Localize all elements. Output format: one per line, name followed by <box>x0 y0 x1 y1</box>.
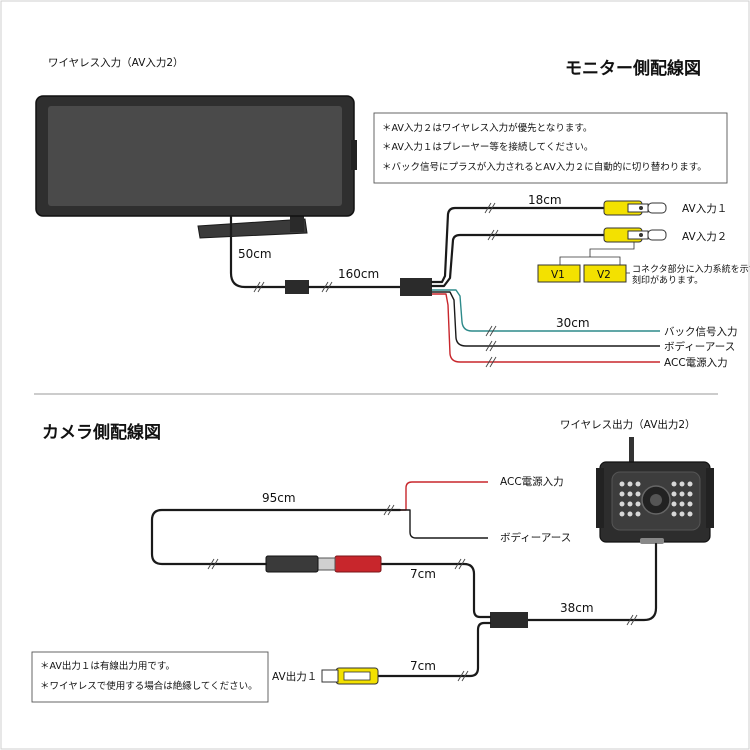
monitor-notes-box <box>373 112 728 184</box>
av1-label: AV入力１ <box>682 202 727 215</box>
connector-note-line2: 刻印があります。 <box>632 274 703 286</box>
main-cable-length: 160cm <box>338 267 379 281</box>
camera-note-1: ＊AV出力１は有線出力用です。 <box>40 660 175 672</box>
av2-label: AV入力２ <box>682 230 727 243</box>
monitor-note-1: ＊AV入力２はワイヤレス入力が優先となります。 <box>382 122 592 134</box>
power-cable <box>150 508 402 566</box>
camera-acc-label: ACC電源入力 <box>500 475 564 488</box>
cable-break-mark <box>207 504 395 570</box>
cable-break-mark <box>457 670 469 682</box>
connector-mark-v2-text: V2 <box>597 269 611 281</box>
cable-break-mark <box>484 202 499 241</box>
connector-mark-v1 <box>537 264 581 283</box>
camera-notes-box <box>31 651 269 703</box>
connector-mark-v2 <box>583 264 627 283</box>
monitor-section-title: モニター側配線図 <box>565 58 701 79</box>
monitor-icon <box>35 95 357 217</box>
power-cable-length: 95cm <box>262 491 296 505</box>
mid-cable <box>378 562 492 619</box>
camera-section-title: カメラ側配線図 <box>42 422 161 443</box>
av-out-cable-length: 7cm <box>410 659 436 673</box>
acc-power-wire <box>432 293 660 363</box>
av-out-cable <box>376 621 492 678</box>
camera-cable <box>526 542 658 622</box>
body-earth-wire <box>432 291 660 347</box>
camera-earth-label: ボディーアース <box>500 531 571 544</box>
rca-av2-icon <box>603 227 667 243</box>
monitor-note-2: ＊AV入力１はプレーヤー等を接続してください。 <box>382 141 593 153</box>
mid-cable-length: 7cm <box>410 567 436 581</box>
camera-note-2: ＊ワイヤレスで使用する場合は絶縁してください。 <box>40 680 258 692</box>
wireless-input-label: ワイヤレス入力（AV入力2） <box>48 56 184 69</box>
av1-cable <box>430 206 612 284</box>
av-out1-label: AV出力１ <box>272 670 317 683</box>
inline-connector-1 <box>285 280 309 294</box>
cable-break-mark <box>626 614 638 626</box>
wireless-output-label: ワイヤレス出力（AV出力2） <box>560 418 696 431</box>
antenna-cable <box>229 214 264 289</box>
acc-power-label: ACC電源入力 <box>664 356 728 369</box>
signal-branch-length: 30cm <box>556 316 590 330</box>
rca-av-out1-icon <box>321 667 379 685</box>
camera-icon <box>596 437 714 544</box>
monitor-note-3: ＊バック信号にプラスが入力されるとAV入力２に自動的に切り替わります。 <box>382 161 707 173</box>
power-connector-pair-icon <box>265 555 382 573</box>
rca-av1-icon <box>603 200 667 216</box>
av-branch-length: 18cm <box>528 193 562 207</box>
av2-cable <box>430 233 612 288</box>
cable-break-mark <box>253 281 333 293</box>
connector-note-line1: コネクタ部分に入力系統を示す <box>632 263 750 275</box>
camera-earth-wire <box>400 509 488 539</box>
antenna-cable-length: 50cm <box>238 247 272 261</box>
branch-junction-box <box>400 278 432 296</box>
cable-break-mark <box>454 558 466 570</box>
back-signal-wire <box>432 289 660 332</box>
camera-junction-box <box>490 612 528 628</box>
back-signal-label: バック信号入力 <box>664 325 738 338</box>
connector-mark-v1-text: V1 <box>551 269 565 281</box>
monitor-antenna-icon <box>197 216 308 239</box>
camera-cable-length: 38cm <box>560 601 594 615</box>
connector-mark-bracket <box>559 242 635 266</box>
cable-break-mark <box>485 325 497 368</box>
camera-acc-wire <box>400 481 488 511</box>
body-earth-label: ボディーアース <box>664 340 735 353</box>
